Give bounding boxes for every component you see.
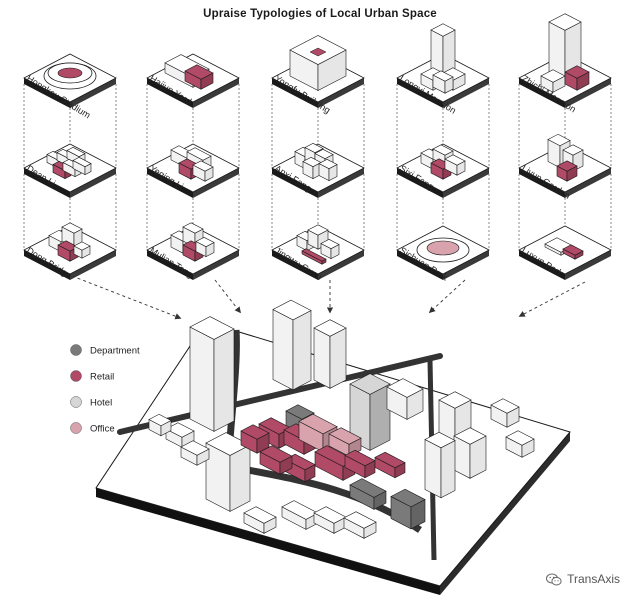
- building-block: [195, 236, 215, 258]
- watermark-text: TransAxis: [567, 572, 620, 586]
- legend-item: Department: [70, 344, 140, 357]
- legend-label: Department: [90, 346, 140, 357]
- road: [226, 329, 240, 441]
- model-building: [240, 424, 270, 454]
- diagram-title: Upraise Typologies of Local Urban Space: [203, 8, 437, 20]
- typology-tile: [396, 23, 490, 108]
- typology-tile: [146, 53, 240, 108]
- building-block: [564, 65, 590, 91]
- building-block: [444, 154, 466, 176]
- legend-label: Hotel: [90, 398, 112, 409]
- legend-label: Retail: [90, 372, 114, 383]
- model-building: [453, 427, 487, 479]
- wechat-icon: [546, 573, 562, 585]
- building-block: [318, 158, 338, 182]
- model-building: [349, 478, 387, 510]
- model-building: [490, 398, 520, 428]
- legend-item: Office: [70, 422, 115, 435]
- typology-tile: [396, 225, 490, 280]
- model-building: [390, 488, 426, 530]
- flow-arrow: [71, 275, 182, 320]
- typology-tile: [146, 222, 240, 280]
- legend-swatch: [70, 396, 82, 408]
- model-building: [505, 430, 535, 458]
- flow-arrow: [214, 279, 241, 314]
- typology-tile: [271, 35, 365, 108]
- building-block: [556, 160, 578, 182]
- typology-tile: [518, 13, 612, 108]
- building-block: [430, 23, 456, 77]
- flow-arrows: [71, 275, 586, 320]
- typology-tile: [146, 143, 240, 198]
- model-building: [272, 299, 312, 391]
- flow-arrow: [428, 279, 466, 314]
- building-block: [320, 238, 340, 260]
- model-building: [189, 316, 235, 432]
- building-block: [540, 69, 566, 93]
- legend-label: Office: [90, 424, 115, 435]
- building-block: [72, 156, 92, 176]
- building-block: [432, 70, 454, 94]
- model-building: [148, 413, 172, 437]
- typology-tile: [271, 224, 365, 280]
- watermark: TransAxis: [546, 572, 620, 586]
- model-building: [349, 373, 391, 451]
- typology-tile: [396, 143, 490, 198]
- model-building: [281, 500, 319, 530]
- typology-tile: [518, 225, 612, 280]
- typology-tile: [23, 222, 117, 280]
- typology-tile: [271, 142, 365, 198]
- legend-swatch: [70, 422, 82, 434]
- model-building: [180, 440, 210, 466]
- model-building: [374, 451, 406, 479]
- model-building: [424, 431, 456, 499]
- legend-item: Retail: [70, 370, 114, 383]
- building-block: [562, 244, 584, 260]
- flow-arrow: [518, 281, 586, 317]
- building-block: [301, 248, 327, 265]
- building-block: [184, 64, 214, 90]
- legend-item: Hotel: [70, 396, 112, 409]
- model-building: [313, 506, 347, 534]
- building-block: [192, 160, 214, 182]
- model-building: [243, 506, 277, 534]
- building-block: [73, 241, 91, 259]
- typology-tile: [23, 143, 117, 198]
- model-building: [386, 378, 424, 420]
- model-building: [205, 432, 251, 512]
- urban-site-model: [95, 299, 571, 595]
- road: [117, 353, 443, 435]
- legend-swatch: [70, 344, 82, 356]
- model-building: [313, 319, 347, 389]
- model-building: [343, 511, 377, 539]
- legend-swatch: [70, 370, 82, 382]
- typology-tile: [518, 133, 612, 198]
- typology-tile: [23, 53, 117, 108]
- model-building: [259, 445, 293, 475]
